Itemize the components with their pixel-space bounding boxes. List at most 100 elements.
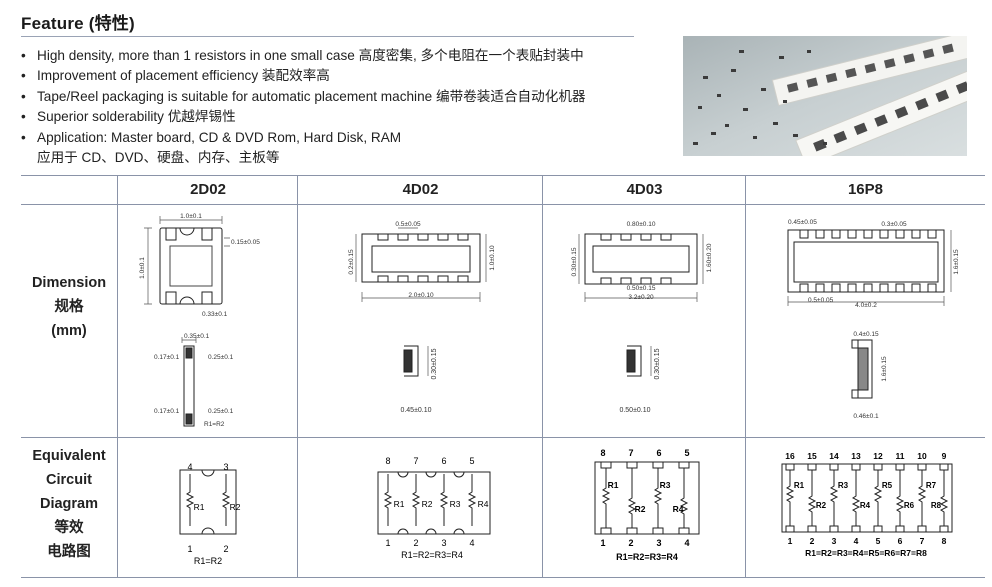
svg-text:4: 4 <box>187 462 192 472</box>
svg-text:R2: R2 <box>422 499 433 509</box>
circuit-2d02: 4 3 R1 R2 1 2 R1=R2 <box>179 462 241 566</box>
svg-text:0.45±0.05: 0.45±0.05 <box>788 219 817 226</box>
svg-text:1: 1 <box>600 538 605 548</box>
circuit-16p8: 16 15 14 13 12 11 10 9 1 2 3 4 5 6 7 8 R… <box>781 451 953 558</box>
svg-text:10: 10 <box>917 451 927 461</box>
svg-text:9: 9 <box>942 451 947 461</box>
svg-text:0.30±0.15: 0.30±0.15 <box>431 348 438 379</box>
svg-text:R3: R3 <box>838 481 849 490</box>
feature-list: •High density, more than 1 resistors in … <box>21 46 641 168</box>
dimension-drawing-4d03: 0.80±0.10 0.30±0.15 1.60±0.20 0.50±0.15 … <box>571 221 713 414</box>
svg-text:R3: R3 <box>660 480 671 490</box>
svg-text:0.45±0.10: 0.45±0.10 <box>400 407 431 414</box>
table-rule <box>21 175 985 176</box>
svg-text:2: 2 <box>810 536 815 546</box>
svg-text:0.50±0.10: 0.50±0.10 <box>619 407 650 414</box>
table-rule <box>21 204 985 205</box>
svg-text:16: 16 <box>785 451 795 461</box>
circuit-4d03: 8 7 6 5 1 2 3 4 R1 R2 R3 R4 R1=R2=R3=R4 <box>594 448 700 562</box>
title-divider <box>21 36 634 37</box>
svg-text:2: 2 <box>628 538 633 548</box>
svg-text:R7: R7 <box>926 481 937 490</box>
dimension-drawing-16p8: 0.45±0.05 0.3±0.05 1.6±0.15 0.5±0.05 4.0… <box>787 219 960 420</box>
svg-text:0.2±0.15: 0.2±0.15 <box>348 249 355 275</box>
svg-text:1.6±0.15: 1.6±0.15 <box>953 249 960 275</box>
svg-text:0.25±0.1: 0.25±0.1 <box>208 354 234 361</box>
circuit-4d02: 8 7 6 5 R1 R2 R3 R4 1 2 3 4 R1=R2=R3=R4 <box>377 456 491 560</box>
svg-text:2: 2 <box>223 544 228 554</box>
svg-text:4.0±0.2: 4.0±0.2 <box>855 302 877 309</box>
feature-item: •High density, more than 1 resistors in … <box>21 48 584 63</box>
svg-text:R1: R1 <box>394 499 405 509</box>
svg-text:14: 14 <box>829 451 839 461</box>
svg-text:R1: R1 <box>194 502 205 512</box>
row-label-circuit: Equivalent Circuit Diagram 等效 电路图 <box>32 448 106 560</box>
svg-text:3: 3 <box>832 536 837 546</box>
svg-text:1.0±0.1: 1.0±0.1 <box>139 257 146 279</box>
svg-text:R1: R1 <box>608 480 619 490</box>
feature-item: •Application: Master board, CD & DVD Rom… <box>21 129 402 145</box>
svg-text:12: 12 <box>873 451 883 461</box>
dimension-drawing-4d02: 0.5±0.05 0.2±0.15 1.0±0.10 2.0±0.10 0.30… <box>348 221 496 414</box>
svg-text:R6: R6 <box>904 501 915 510</box>
svg-text:0.46±0.1: 0.46±0.1 <box>853 413 879 420</box>
svg-text:8: 8 <box>942 536 947 546</box>
svg-text:0.5±0.05: 0.5±0.05 <box>395 221 421 228</box>
svg-text:7: 7 <box>628 448 633 458</box>
svg-text:13: 13 <box>851 451 861 461</box>
svg-text:4: 4 <box>854 536 859 546</box>
table-divider <box>297 175 298 578</box>
svg-text:R1=R2: R1=R2 <box>204 421 225 428</box>
svg-text:1: 1 <box>385 538 390 548</box>
svg-text:R3: R3 <box>450 499 461 509</box>
svg-text:0.35±0.1: 0.35±0.1 <box>184 333 210 340</box>
feature-item: •Improvement of placement efficiency 装配效… <box>21 68 330 84</box>
svg-text:5: 5 <box>876 536 881 546</box>
svg-text:R5: R5 <box>882 481 893 490</box>
svg-text:15: 15 <box>807 451 817 461</box>
feature-item: •Tape/Reel packaging is suitable for aut… <box>21 88 586 104</box>
svg-text:2.0±0.10: 2.0±0.10 <box>408 292 434 299</box>
svg-text:0.17±0.1: 0.17±0.1 <box>154 354 180 361</box>
svg-text:R1=R2: R1=R2 <box>194 556 222 566</box>
svg-text:0.17±0.1: 0.17±0.1 <box>154 408 180 415</box>
svg-text:3: 3 <box>441 538 446 548</box>
svg-text:0.30±0.15: 0.30±0.15 <box>654 348 661 379</box>
svg-text:R1: R1 <box>794 481 805 490</box>
spec-table <box>21 175 985 578</box>
svg-text:5: 5 <box>684 448 689 458</box>
svg-text:R2: R2 <box>230 502 241 512</box>
column-header: 4D02 <box>402 181 439 198</box>
svg-text:0.50±0.15: 0.50±0.15 <box>627 285 656 292</box>
svg-text:4: 4 <box>469 538 474 548</box>
svg-text:R4: R4 <box>478 499 489 509</box>
table-rule <box>21 577 985 578</box>
svg-text:8: 8 <box>600 448 605 458</box>
svg-text:0.25±0.1: 0.25±0.1 <box>208 408 234 415</box>
svg-text:1: 1 <box>187 544 192 554</box>
column-header: 2D02 <box>190 181 226 198</box>
svg-text:0.30±0.15: 0.30±0.15 <box>571 247 578 276</box>
svg-text:0.80±0.10: 0.80±0.10 <box>627 221 656 228</box>
svg-text:R1=R2=R3=R4: R1=R2=R3=R4 <box>401 550 463 560</box>
svg-text:4: 4 <box>684 538 689 548</box>
dimension-drawing-2d02: 1.0±0.1 0.15±0.05 1.0±0.1 0.33±0.1 0.35±… <box>139 213 260 428</box>
column-header: 16P8 <box>847 181 884 198</box>
table-divider <box>745 175 746 578</box>
svg-text:0.5±0.05: 0.5±0.05 <box>808 297 834 304</box>
svg-text:R8: R8 <box>931 501 942 510</box>
svg-text:1: 1 <box>788 536 793 546</box>
svg-text:6: 6 <box>441 456 446 466</box>
svg-text:11: 11 <box>896 451 905 461</box>
svg-text:6: 6 <box>656 448 661 458</box>
svg-text:R1=R2=R3=R4=R5=R6=R7=R8: R1=R2=R3=R4=R5=R6=R7=R8 <box>805 548 927 558</box>
svg-text:1.0±0.1: 1.0±0.1 <box>180 213 202 220</box>
svg-text:7: 7 <box>413 456 418 466</box>
svg-text:0.3±0.05: 0.3±0.05 <box>881 221 907 228</box>
svg-text:3: 3 <box>223 462 228 472</box>
svg-text:R4: R4 <box>860 501 871 510</box>
svg-text:R2: R2 <box>635 504 646 514</box>
svg-text:7: 7 <box>920 536 925 546</box>
svg-text:1.0±0.10: 1.0±0.10 <box>489 245 496 271</box>
table-divider <box>117 175 118 578</box>
